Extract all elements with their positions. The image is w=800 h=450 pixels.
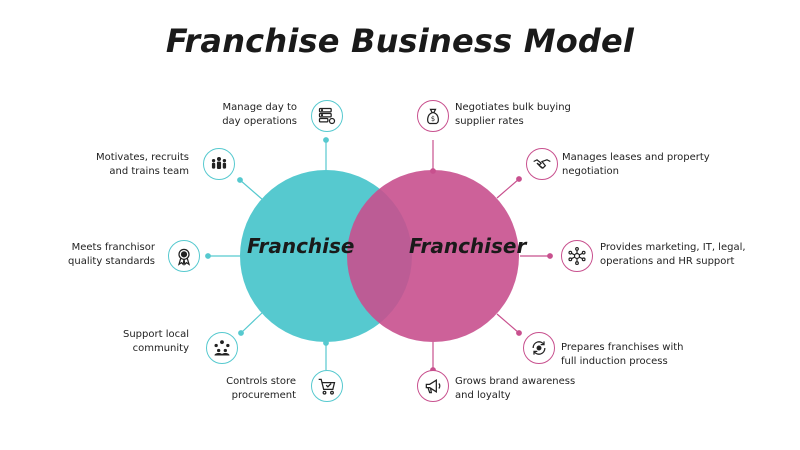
franchiser-item-p3: Provides marketing, IT, legal, operation… <box>600 241 746 269</box>
franchise-item-t4: Support local community <box>123 328 189 356</box>
franchiser-item-p5: Grows brand awareness and loyalty <box>455 375 575 403</box>
money-bag-icon: $ <box>417 100 449 132</box>
connector-t4 <box>240 311 264 334</box>
cycle-icon <box>523 332 555 364</box>
connector-dot-p3 <box>547 253 553 259</box>
connector-dot-p4 <box>516 330 522 336</box>
item-line: Provides marketing, IT, legal, <box>600 242 746 253</box>
franchise-item-t1: Manage day to day operations <box>222 101 297 129</box>
franchise-item-t3: Meets franchisor quality standards <box>68 241 155 269</box>
item-line: Manages leases and property <box>562 152 710 163</box>
megaphone-icon <box>417 370 449 402</box>
connector-p2 <box>496 178 520 199</box>
award-badge-icon <box>168 240 200 272</box>
item-line: Manage day to <box>222 102 297 113</box>
connector-dot-t2 <box>237 177 243 183</box>
franchise-item-t5: Controls store procurement <box>226 375 296 403</box>
item-line: Grows brand awareness <box>455 376 576 387</box>
franchise-label: Franchise <box>247 234 355 258</box>
diagram-title: Franchise Business Model <box>165 22 635 60</box>
connector-dot-p2 <box>516 176 522 182</box>
franchiser-label: Franchiser <box>409 234 527 258</box>
community-icon <box>206 332 238 364</box>
franchiser-item-p4: Prepares franchises with full induction … <box>561 341 684 369</box>
handshake-icon <box>526 148 558 180</box>
connector-dot-t1 <box>323 137 329 143</box>
connector-dot-t3 <box>205 253 211 259</box>
item-line: negotiation <box>562 166 619 177</box>
item-line: Motivates, recruits <box>95 152 189 163</box>
item-line: and loyalty <box>455 390 511 401</box>
franchiser-circle <box>347 170 519 342</box>
connector-t2 <box>239 179 264 201</box>
item-line: operations and HR support <box>600 256 735 267</box>
item-line: Negotiates bulk buying <box>455 102 571 113</box>
franchiser-item-p2: Manages leases and property negotiation <box>562 151 710 179</box>
svg-text:$: $ <box>431 115 435 123</box>
franchise-item-t2: Motivates, recruits and trains team <box>96 151 189 179</box>
item-line: community <box>132 343 189 354</box>
item-line: procurement <box>231 390 296 401</box>
server-gear-icon <box>311 100 343 132</box>
item-line: quality standards <box>68 256 155 267</box>
connector-dot-t4 <box>238 330 244 336</box>
shopping-cart-icon <box>311 370 343 402</box>
network-icon <box>561 240 593 272</box>
item-line: Support local <box>122 329 189 340</box>
item-line: supplier rates <box>455 116 524 127</box>
team-icon <box>203 148 235 180</box>
item-line: Meets franchisor <box>71 242 155 253</box>
item-line: full induction process <box>561 356 668 367</box>
item-line: Prepares franchises with <box>561 342 684 353</box>
franchiser-item-p1: Negotiates bulk buying supplier rates <box>455 101 571 129</box>
connector-p4 <box>496 313 520 334</box>
item-line: Controls store <box>226 376 296 387</box>
item-line: and trains team <box>109 166 189 177</box>
item-line: day operations <box>222 116 297 127</box>
